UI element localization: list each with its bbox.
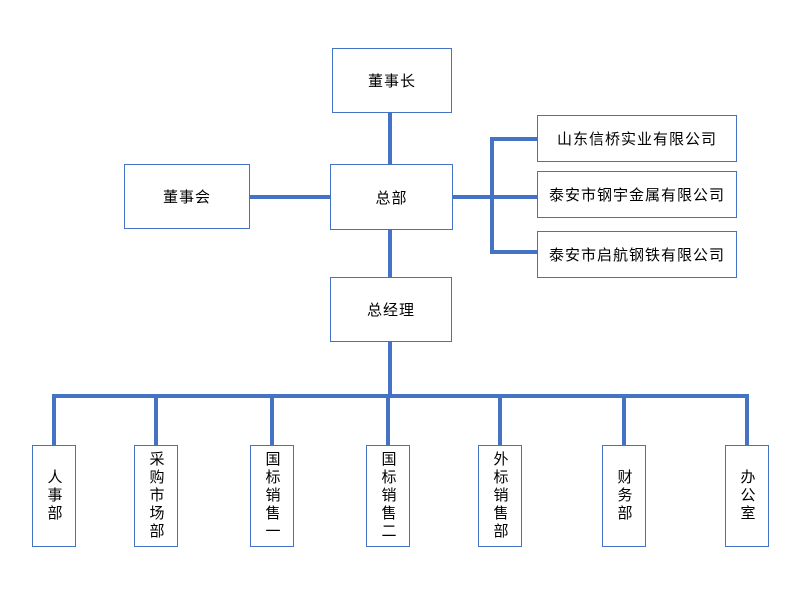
org-node-department: 财务部 [602, 445, 646, 547]
connector-department-5-drop [498, 394, 502, 445]
org-node-department: 国标销售二 [366, 445, 410, 547]
org-node-department-label: 采购市场部 [147, 451, 165, 541]
connector-subsidiary-3-stub [490, 250, 537, 254]
org-node-headquarters: 总部 [330, 164, 453, 230]
connector-chairman-headquarters [388, 113, 392, 164]
connector-headquarters-subsidiaries [453, 195, 537, 199]
connector-board-headquarters [250, 195, 330, 199]
connector-department-3-drop [270, 394, 274, 445]
connector-department-4-drop [386, 394, 390, 445]
org-node-subsidiary-label: 泰安市钢宇金属有限公司 [548, 187, 725, 204]
org-node-subsidiary: 山东信桥实业有限公司 [537, 115, 737, 162]
connector-departments-bus [52, 394, 749, 398]
org-node-general-manager: 总经理 [330, 277, 452, 342]
org-node-chairman-label: 董事长 [367, 73, 416, 90]
connector-department-6-drop [622, 394, 626, 445]
connector-subsidiary-1-stub [490, 137, 537, 141]
connector-department-2-drop [154, 394, 158, 445]
connector-subsidiaries-spine [490, 137, 494, 254]
org-node-department: 人事部 [32, 445, 76, 547]
org-node-subsidiary-label: 泰安市启航钢铁有限公司 [548, 247, 725, 264]
connector-department-7-drop [745, 394, 749, 445]
org-node-department-label: 国标销售一 [263, 451, 281, 541]
org-node-department: 采购市场部 [134, 445, 178, 547]
org-node-chairman: 董事长 [332, 48, 452, 113]
org-node-department: 办公室 [725, 445, 769, 547]
org-node-department-label: 人事部 [45, 469, 63, 523]
org-node-department-label: 办公室 [738, 469, 756, 523]
org-node-department-label: 外标销售部 [491, 451, 509, 541]
org-node-board-of-directors: 董事会 [124, 164, 250, 229]
org-node-general-manager-label: 总经理 [366, 302, 415, 319]
org-node-subsidiary-label: 山东信桥实业有限公司 [556, 131, 717, 148]
connector-general-manager-bus [388, 342, 392, 396]
org-node-board-label: 董事会 [162, 189, 211, 206]
org-node-subsidiary: 泰安市钢宇金属有限公司 [537, 171, 737, 218]
org-node-department-label: 财务部 [615, 469, 633, 523]
connector-department-1-drop [52, 394, 56, 445]
org-node-department-label: 国标销售二 [379, 451, 397, 541]
org-node-department: 外标销售部 [478, 445, 522, 547]
org-node-subsidiary: 泰安市启航钢铁有限公司 [537, 231, 737, 278]
connector-headquarters-general-manager [388, 230, 392, 277]
org-node-headquarters-label: 总部 [375, 189, 408, 207]
org-node-department: 国标销售一 [250, 445, 294, 547]
